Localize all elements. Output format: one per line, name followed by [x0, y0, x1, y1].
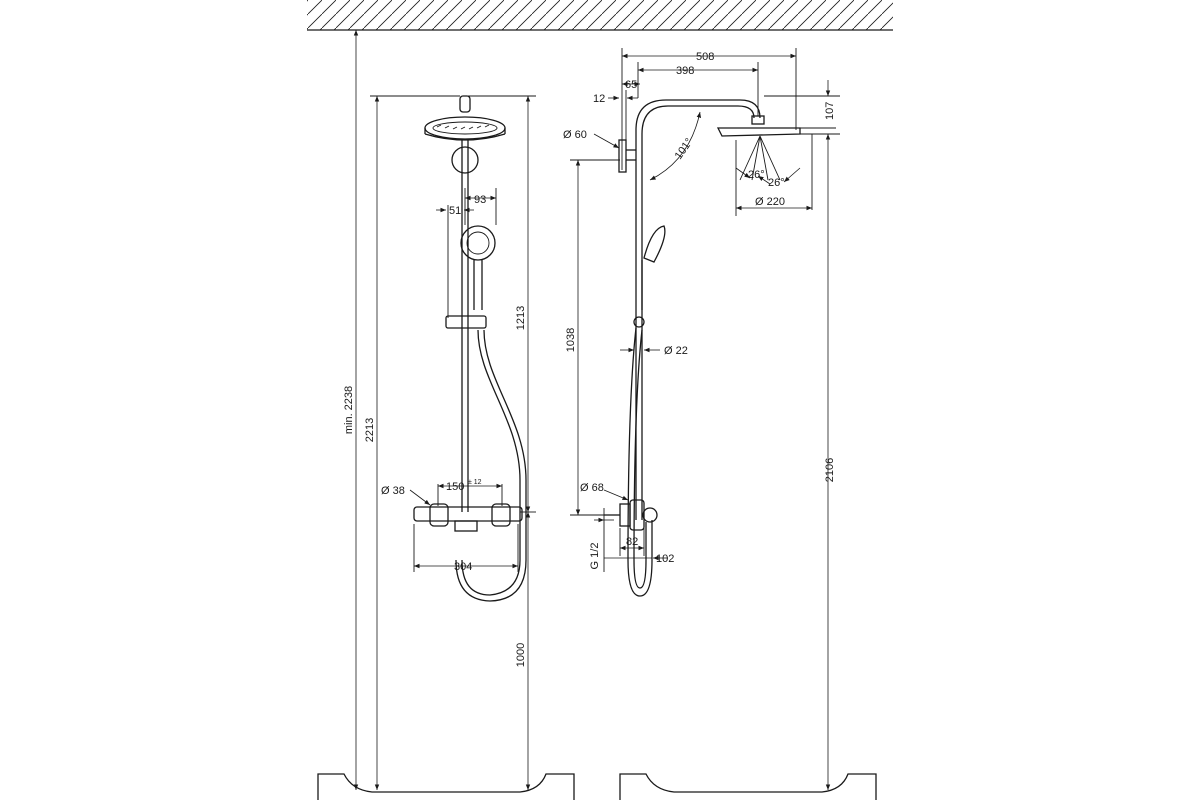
floor-tray-right: [619, 773, 877, 800]
hand-shower-front: [445, 205, 496, 329]
floor-tray-left: [317, 773, 575, 800]
hand-shower-side: [633, 225, 666, 328]
label-304: 304: [454, 561, 472, 573]
label-dia-22: Ø 22: [664, 345, 688, 357]
label-102: 102: [656, 553, 674, 565]
label-82: 82: [626, 536, 638, 548]
label-150: 150: [446, 481, 464, 493]
ceiling: [307, 0, 893, 31]
thermostat-front: [413, 503, 523, 532]
label-1213: 1213: [515, 306, 527, 330]
dimension-labels: min. 2238 2213 1213 1000 93 51 Ø 38 150 …: [343, 51, 836, 667]
label-398: 398: [676, 65, 694, 77]
label-508: 508: [696, 51, 714, 63]
label-51: 51: [449, 205, 461, 217]
label-101-deg: 101°: [673, 136, 696, 162]
label-93: 93: [474, 194, 486, 206]
label-26-deg-a: 26°: [748, 169, 765, 181]
label-150-tolerance: ± 12: [468, 479, 482, 486]
label-1000: 1000: [515, 643, 527, 667]
label-dia-68: Ø 68: [580, 482, 604, 494]
label-dia-220: Ø 220: [755, 196, 785, 208]
label-dia-38: Ø 38: [381, 485, 405, 497]
label-min-2238: min. 2238: [343, 386, 355, 434]
overhead-shower-front: [424, 95, 506, 174]
label-12: 12: [593, 93, 605, 105]
label-g-1-2: G 1/2: [589, 543, 601, 570]
label-2213: 2213: [364, 418, 376, 442]
label-26-deg-b: 26°: [768, 177, 785, 189]
label-1038: 1038: [565, 328, 577, 352]
label-107: 107: [824, 102, 836, 120]
wall-bracket: [618, 139, 627, 173]
label-2106: 2106: [824, 458, 836, 482]
label-dia-60: Ø 60: [563, 129, 587, 141]
thermostat-side: [604, 499, 658, 531]
front-view: [353, 30, 536, 790]
side-view: [570, 48, 840, 790]
label-65: 65: [625, 79, 637, 91]
